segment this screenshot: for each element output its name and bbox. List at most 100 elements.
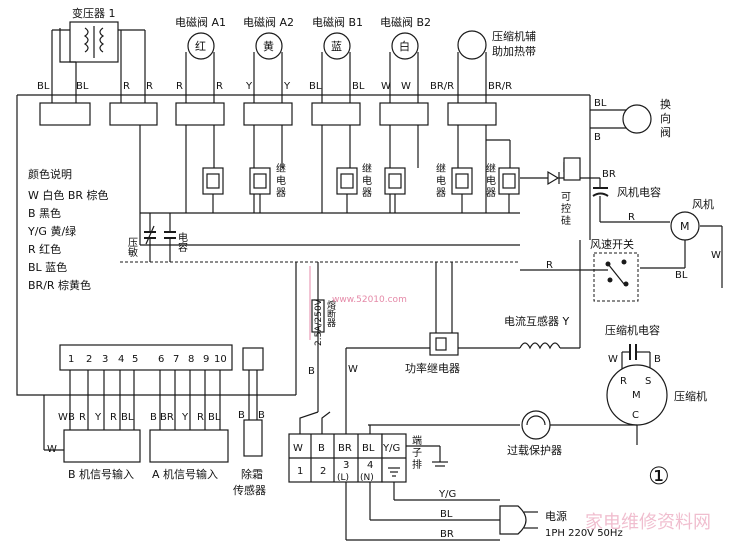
- valve-a2-lamp: [255, 32, 283, 60]
- wire-label: Y: [181, 412, 189, 423]
- motor-symbol: M: [632, 390, 641, 401]
- compressor-label: 压缩机: [674, 389, 707, 403]
- figure-number: ①: [648, 462, 670, 490]
- pin-label: 3: [102, 354, 108, 365]
- fan-capacitor: [592, 187, 609, 222]
- fan-capacitor-label: 风机电容: [617, 185, 661, 199]
- wire-label: B: [654, 354, 661, 365]
- overload-protector: [521, 410, 551, 440]
- relay-label: 继: [436, 162, 446, 175]
- lamp-label: 黄: [263, 39, 274, 53]
- terminal-top-label: B: [318, 443, 325, 454]
- scr-label: 可: [561, 192, 571, 203]
- wire-label: R: [176, 81, 183, 92]
- valve-b2-lamp: [391, 32, 419, 60]
- wire-label: R: [146, 81, 153, 92]
- terminal-sub-label: (N): [360, 473, 374, 483]
- wire-label: W: [608, 354, 618, 365]
- relay-label: 器: [486, 187, 496, 199]
- wire-label: R: [79, 412, 86, 423]
- connector: [39, 102, 91, 126]
- motor-symbol: M: [680, 220, 690, 233]
- relay: [249, 167, 271, 213]
- scr: [520, 157, 581, 186]
- wire-label: Y: [283, 81, 291, 92]
- relay-label: 继: [486, 162, 496, 175]
- terminal-block-label: 子: [412, 447, 422, 459]
- defrost-sensor: [243, 419, 263, 457]
- terminal-block-label: 排: [412, 458, 422, 471]
- legend-title: 颜色说明: [28, 167, 72, 181]
- wire-label: R: [197, 412, 204, 423]
- scr-label: 控: [561, 202, 571, 215]
- relay-label: 继: [276, 162, 286, 175]
- wire-label: BL: [594, 98, 607, 109]
- legend-item: B 黑色: [28, 206, 61, 220]
- overload-protector-label: 过载保护器: [507, 443, 562, 457]
- valve-a2-label: 电磁阀 A2: [243, 15, 294, 29]
- defrost-sensor-label: 除霜: [241, 467, 263, 481]
- b-signal-label: B 机信号输入: [68, 467, 134, 481]
- wire-label: BR: [602, 169, 616, 180]
- capacitor: [164, 213, 176, 262]
- wire-label: BL: [121, 412, 134, 423]
- capacitor-label: 电容: [176, 231, 188, 253]
- legend-item: R 红色: [28, 242, 61, 256]
- power-label: 电源: [545, 509, 567, 523]
- defrost-sensor-label: 传感器: [233, 484, 266, 497]
- terminal-s: S: [645, 376, 651, 387]
- terminal-top-label: BL: [362, 443, 375, 454]
- wire-label: BR/R: [488, 81, 512, 92]
- wire-label: BL: [37, 81, 50, 92]
- connector: [243, 102, 293, 126]
- terminal-bottom-label: 2: [320, 466, 326, 477]
- wire-label: W: [58, 412, 68, 423]
- varistor-label: 压敏: [126, 237, 138, 258]
- relay: [384, 167, 406, 213]
- terminal-top-label: Y/G: [382, 443, 400, 454]
- power-plug: [499, 505, 527, 535]
- pin-label: 9: [203, 354, 209, 365]
- compressor-heater: [457, 30, 487, 60]
- terminal-bottom-label: 4: [367, 460, 373, 471]
- wire-label: Y: [245, 81, 253, 92]
- wire-label: B: [238, 410, 245, 421]
- wire-label: B: [68, 412, 75, 423]
- relay-label: 电: [362, 174, 372, 187]
- relay: [336, 167, 358, 213]
- legend-item: Y/G 黄/绿: [27, 224, 76, 238]
- compressor-heater-label: 压缩机辅: [492, 29, 536, 43]
- reversing-valve-label: 换: [660, 97, 671, 111]
- pin-label: 10: [214, 354, 227, 365]
- watermark-url: www.52010.com: [332, 295, 407, 305]
- terminal-c: C: [632, 410, 639, 421]
- relay-label: 继: [362, 162, 372, 175]
- wire-label: BL: [352, 81, 365, 92]
- relay-label: 电: [276, 174, 286, 187]
- compressor-capacitor: [622, 344, 650, 360]
- relay: [498, 167, 520, 213]
- current-transformer-label: 电流互感器 Y: [504, 314, 569, 328]
- wire-label: BL: [208, 412, 221, 423]
- varistor: [144, 213, 156, 262]
- reversing-valve: [622, 104, 652, 134]
- relay-label: 器: [436, 187, 446, 199]
- valve-a1-label: 电磁阀 A1: [175, 15, 226, 29]
- scr-label: 硅: [561, 214, 571, 227]
- fan-speed-switch[interactable]: [593, 252, 639, 302]
- relay-label: 器: [276, 187, 286, 199]
- legend-item: BR/R 棕黄色: [28, 278, 91, 292]
- pin-label: 5: [132, 354, 138, 365]
- terminal-top-label: BR: [338, 443, 352, 454]
- terminal-r: R: [620, 376, 627, 387]
- wire-label: W: [401, 81, 411, 92]
- fuse-label: 熔断器: [325, 299, 336, 327]
- connector: [447, 102, 497, 126]
- fuse-rating: 2.5A/250V: [314, 298, 324, 346]
- relay-label: 器: [362, 187, 372, 199]
- reversing-valve-label: 向: [660, 111, 671, 125]
- defrost-connector: [242, 347, 264, 371]
- relay-label: 电: [486, 174, 496, 187]
- wire-label: BR: [160, 412, 174, 423]
